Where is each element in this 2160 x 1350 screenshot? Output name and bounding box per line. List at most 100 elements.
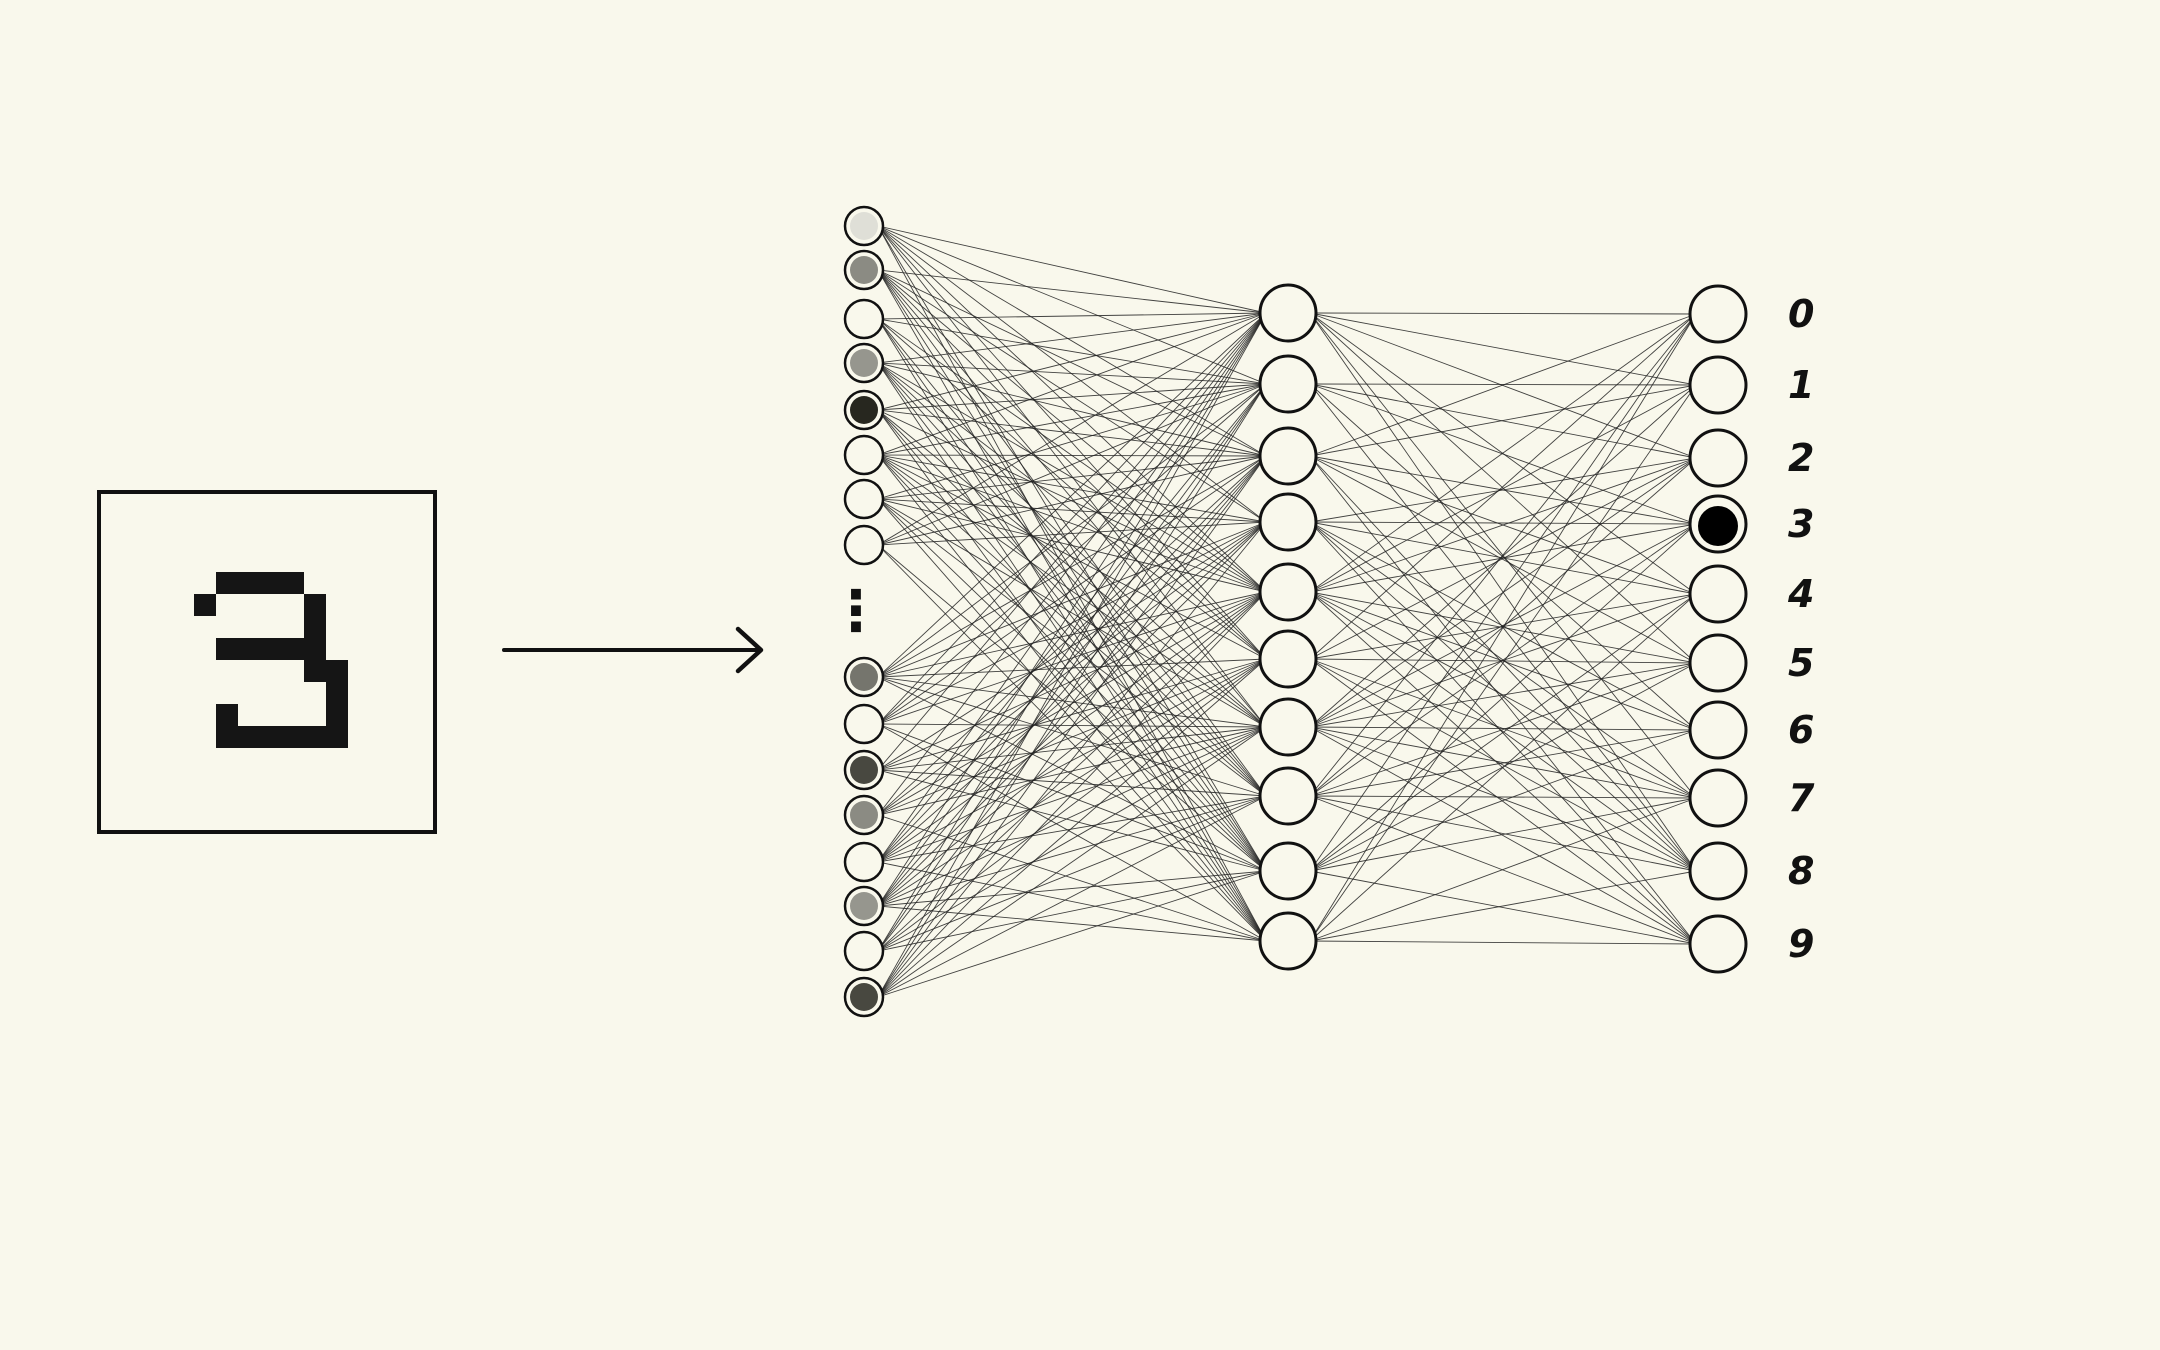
pixel <box>216 638 238 660</box>
connection <box>877 409 1267 457</box>
connection <box>877 225 1267 660</box>
connection <box>877 870 1267 998</box>
output-neuron <box>1688 284 1748 344</box>
connection <box>1309 383 1697 731</box>
connection <box>877 676 1267 872</box>
connection <box>1309 383 1697 459</box>
input-neuron <box>843 524 885 566</box>
connection <box>877 795 1267 863</box>
connection <box>877 318 1267 660</box>
connection <box>1309 457 1697 523</box>
pixel <box>216 572 238 594</box>
connection <box>877 225 1267 385</box>
connection <box>877 544 1267 942</box>
connection <box>877 362 1267 872</box>
connection <box>877 383 1267 500</box>
connection <box>1309 729 1697 872</box>
connection <box>877 362 1267 728</box>
pixel <box>238 638 260 660</box>
connection <box>877 723 1267 942</box>
connection <box>877 225 1267 872</box>
connection <box>1309 870 1697 942</box>
output-label: 1 <box>1788 363 1814 407</box>
output-neuron <box>1688 633 1748 693</box>
connection <box>877 409 1267 593</box>
connection <box>877 591 1267 907</box>
connection <box>877 658 1267 998</box>
connection <box>877 312 1267 725</box>
connection <box>877 269 1267 457</box>
connection <box>877 498 1267 523</box>
connection <box>877 521 1267 546</box>
connection <box>877 383 1267 952</box>
output-label: 6 <box>1788 708 1814 752</box>
input-neuron <box>843 434 885 476</box>
hidden-neuron <box>1258 283 1318 343</box>
connection <box>877 409 1267 942</box>
input-image <box>97 490 437 834</box>
connections <box>877 225 1697 998</box>
connection <box>877 362 1267 660</box>
connection <box>1309 312 1697 459</box>
arrow-right-icon <box>502 626 764 674</box>
connection <box>1309 313 1697 660</box>
connection <box>1309 726 1697 731</box>
connection <box>877 498 1267 942</box>
connection <box>1309 795 1697 945</box>
connection <box>877 312 1267 863</box>
connection <box>1309 658 1697 945</box>
connection <box>1309 312 1697 315</box>
connection <box>1309 313 1697 457</box>
connection <box>877 521 1267 771</box>
connection <box>1309 455 1697 664</box>
connection <box>877 312 1267 678</box>
connection <box>1309 383 1697 386</box>
output-label: 3 <box>1788 502 1814 546</box>
pixel <box>260 638 282 660</box>
connection <box>877 521 1267 863</box>
connection <box>1309 384 1697 728</box>
hidden-neuron <box>1258 841 1318 901</box>
output-neuron <box>1688 914 1748 974</box>
connection <box>877 905 1267 942</box>
connection <box>877 454 1267 593</box>
connection <box>877 658 1267 863</box>
connection <box>877 383 1267 725</box>
output-neuron <box>1688 700 1748 760</box>
input-layer-ellipsis: ⋮ <box>828 579 884 644</box>
pixel <box>282 726 304 748</box>
output-label: 9 <box>1788 922 1814 966</box>
connection <box>877 591 1267 678</box>
connection <box>877 383 1267 411</box>
pixel <box>304 594 326 616</box>
connection <box>877 498 1267 593</box>
input-neuron <box>843 656 885 698</box>
connection <box>877 455 1267 863</box>
connection <box>877 658 1267 952</box>
connection <box>877 544 1267 872</box>
connection <box>1309 312 1697 386</box>
hidden-layer <box>1258 283 1318 971</box>
connection <box>1309 383 1697 525</box>
connection <box>877 726 1267 998</box>
connection <box>877 521 1267 998</box>
output-label: 0 <box>1788 292 1814 336</box>
connection <box>877 676 1267 797</box>
output-neuron <box>1688 428 1748 488</box>
connection <box>877 870 1267 907</box>
connection <box>1309 658 1697 872</box>
input-image-frame <box>97 490 437 834</box>
input-neuron <box>843 703 885 745</box>
connection <box>877 383 1267 546</box>
pixel <box>282 638 304 660</box>
input-neuron <box>843 749 885 791</box>
hidden-neuron <box>1258 354 1318 414</box>
connection <box>1309 313 1697 942</box>
connection <box>877 676 1267 728</box>
connection <box>877 318 1267 872</box>
connection <box>877 455 1267 907</box>
connection <box>1309 591 1697 872</box>
connection <box>877 312 1267 546</box>
connection <box>877 269 1267 872</box>
hidden-neuron <box>1258 911 1318 971</box>
